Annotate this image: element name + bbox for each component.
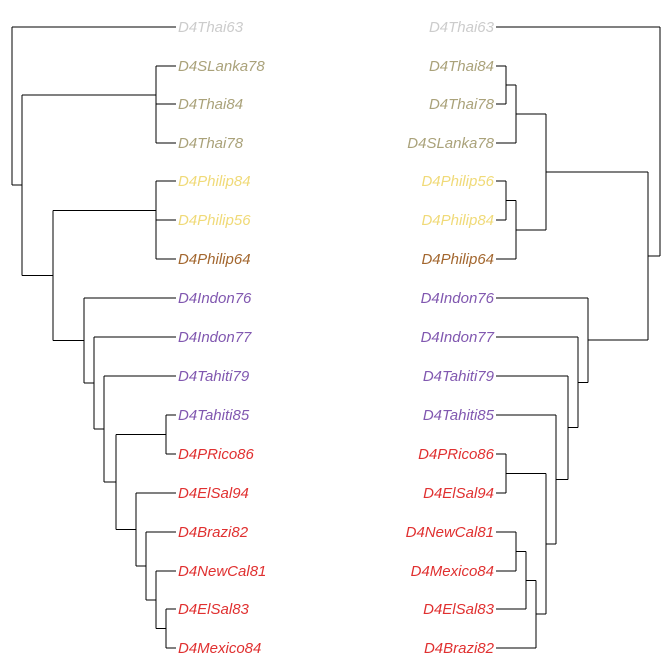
left-tip-label: D4Brazi82 (178, 524, 249, 541)
left-tree-labels: D4Thai63D4SLanka78D4Thai84D4Thai78D4Phil… (178, 19, 266, 657)
left-tip-label: D4Tahiti79 (178, 368, 250, 385)
left-tip-label: D4PRico86 (178, 446, 255, 463)
left-tip-label: D4Indon77 (178, 329, 252, 346)
right-tip-label: D4Indon76 (421, 290, 495, 307)
right-tip-label: D4Thai78 (429, 96, 495, 113)
right-tip-label: D4NewCal81 (406, 524, 494, 541)
right-tip-label: D4PRico86 (418, 446, 495, 463)
left-tip-label: D4ElSal94 (178, 485, 249, 502)
right-tip-label: D4Tahiti85 (423, 407, 495, 424)
right-tip-label: D4Thai84 (429, 58, 494, 75)
left-tip-label: D4SLanka78 (178, 58, 265, 75)
left-tip-label: D4Thai63 (178, 19, 244, 36)
right-tip-label: D4Indon77 (421, 329, 495, 346)
left-tip-label: D4Tahiti85 (178, 407, 250, 424)
left-tree-branches (11, 26, 176, 649)
right-tip-label: D4ElSal83 (423, 601, 495, 618)
right-tip-label: D4Philip56 (421, 173, 494, 190)
left-tip-label: D4ElSal83 (178, 601, 250, 618)
left-tip-label: D4Philip64 (178, 251, 251, 268)
right-tip-label: D4ElSal94 (423, 485, 494, 502)
right-tip-label: D4Thai63 (429, 19, 495, 36)
right-tip-label: D4Philip84 (421, 212, 494, 229)
left-tip-label: D4Philip84 (178, 173, 251, 190)
right-tip-label: D4Philip64 (421, 251, 494, 268)
right-tip-label: D4SLanka78 (407, 135, 494, 152)
right-tip-label: D4Mexico84 (411, 563, 494, 580)
right-tip-label: D4Brazi82 (424, 640, 495, 657)
left-tip-label: D4Mexico84 (178, 640, 261, 657)
right-tree-branches (496, 26, 661, 649)
right-tree-labels: D4Thai63D4Thai84D4Thai78D4SLanka78D4Phil… (406, 19, 495, 657)
right-tip-label: D4Tahiti79 (423, 368, 495, 385)
left-tip-label: D4Philip56 (178, 212, 251, 229)
left-tip-label: D4NewCal81 (178, 563, 266, 580)
left-tip-label: D4Thai84 (178, 96, 243, 113)
left-tip-label: D4Indon76 (178, 290, 252, 307)
left-tip-label: D4Thai78 (178, 135, 244, 152)
